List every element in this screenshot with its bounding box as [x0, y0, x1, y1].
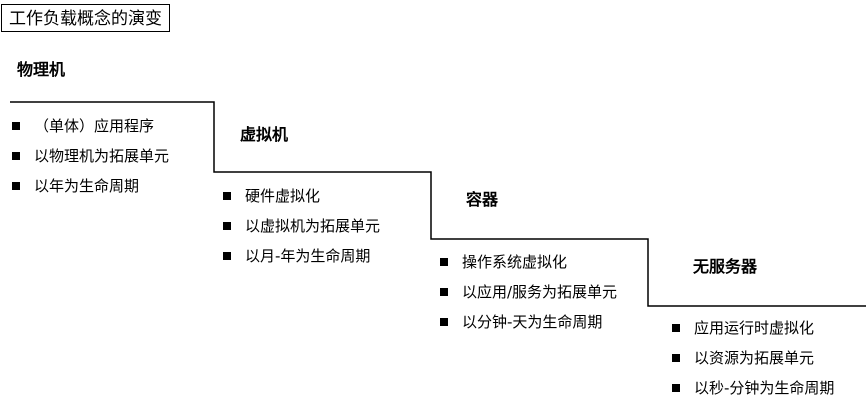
list-item: 应用运行时虚拟化 [670, 313, 834, 343]
square-bullet-icon [672, 354, 680, 362]
list-item-label: 以分钟-天为生命周期 [462, 313, 603, 331]
list-item: 以应用/服务为拓展单元 [438, 277, 617, 307]
stage-list-virtual-machine: 硬件虚拟化 以虚拟机为拓展单元 以月-年为生命周期 [221, 181, 380, 271]
stage-title-virtual-machine: 虚拟机 [240, 125, 289, 144]
stage-title-serverless: 无服务器 [693, 257, 758, 276]
list-item-label: 应用运行时虚拟化 [694, 319, 815, 337]
diagram-title: 工作负载概念的演变 [1, 4, 170, 32]
stage-list-container: 操作系统虚拟化 以应用/服务为拓展单元 以分钟-天为生命周期 [438, 247, 617, 337]
list-item: 以资源为拓展单元 [670, 343, 834, 373]
square-bullet-icon [440, 288, 448, 296]
square-bullet-icon [223, 192, 231, 200]
stage-title-container: 容器 [466, 190, 499, 209]
list-item-label: 操作系统虚拟化 [462, 253, 568, 271]
list-item-label: 以年为生命周期 [34, 177, 140, 195]
square-bullet-icon [223, 222, 231, 230]
list-item-label: 以秒-分钟为生命周期 [694, 379, 835, 397]
square-bullet-icon [672, 384, 680, 392]
list-item: 以虚拟机为拓展单元 [221, 211, 380, 241]
list-item: （单体）应用程序 [10, 111, 169, 141]
list-item: 以物理机为拓展单元 [10, 141, 169, 171]
list-item: 以年为生命周期 [10, 171, 169, 201]
square-bullet-icon [440, 258, 448, 266]
square-bullet-icon [672, 324, 680, 332]
square-bullet-icon [440, 318, 448, 326]
stage-list-serverless: 应用运行时虚拟化 以资源为拓展单元 以秒-分钟为生命周期 [670, 313, 834, 403]
square-bullet-icon [223, 252, 231, 260]
square-bullet-icon [12, 182, 20, 190]
list-item: 以分钟-天为生命周期 [438, 307, 617, 337]
list-item-label: 以虚拟机为拓展单元 [245, 217, 381, 235]
list-item: 以月-年为生命周期 [221, 241, 380, 271]
stage-list-physical-machine: （单体）应用程序 以物理机为拓展单元 以年为生命周期 [10, 111, 169, 201]
list-item-label: 以物理机为拓展单元 [34, 147, 170, 165]
list-item: 以秒-分钟为生命周期 [670, 373, 834, 403]
list-item: 硬件虚拟化 [221, 181, 380, 211]
list-item: 操作系统虚拟化 [438, 247, 617, 277]
list-item-label: 以资源为拓展单元 [694, 349, 815, 367]
list-item-label: 以月-年为生命周期 [245, 247, 371, 265]
square-bullet-icon [12, 122, 20, 130]
square-bullet-icon [12, 152, 20, 160]
stage-title-physical-machine: 物理机 [17, 60, 66, 79]
list-item-label: 硬件虚拟化 [245, 187, 321, 205]
list-item-label: 以应用/服务为拓展单元 [462, 283, 618, 301]
list-item-label: （单体）应用程序 [34, 117, 155, 135]
